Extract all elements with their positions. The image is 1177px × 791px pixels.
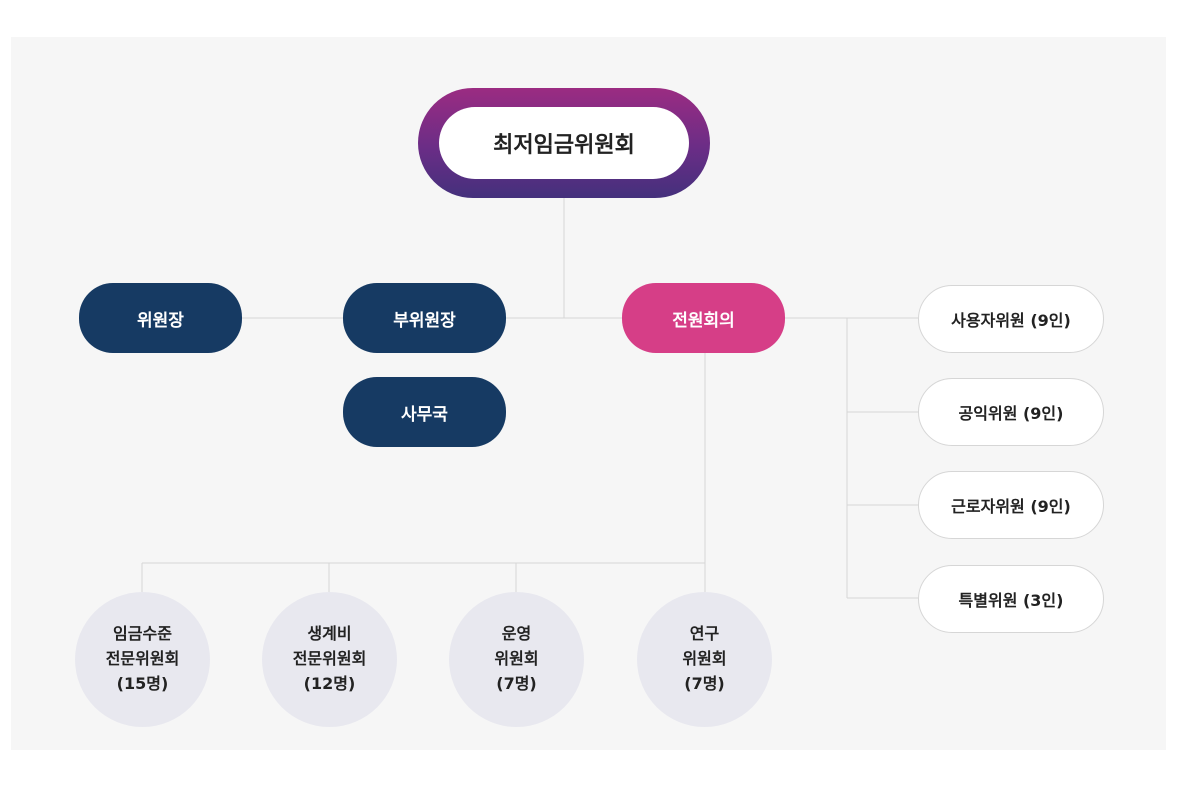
minimum-wage-commission-node: 최저임금위원회 [418,88,710,198]
committee-line: (7명) [496,673,537,693]
committee-wage-level: 임금수준 전문위원회 (15명) [75,592,210,727]
root-label: 최저임금위원회 [439,107,689,179]
committee-research: 연구 위원회 (7명) [637,592,772,727]
committee-line: 연구 [689,624,720,644]
committee-living-cost: 생계비 전문위원회 (12명) [262,592,397,727]
member-public-pill: 공익위원 (9인) [918,378,1104,446]
chair-node: 위원장 [79,283,242,353]
member-employer-pill: 사용자위원 (9인) [918,285,1104,353]
member-special-pill: 특별위원 (3인) [918,565,1104,633]
committee-line: 위원회 [682,649,727,669]
committee-operations: 운영 위원회 (7명) [449,592,584,727]
committee-line: (12명) [303,673,356,693]
committee-line: (15명) [116,673,169,693]
vice-chair-node: 부위원장 [343,283,506,353]
committee-line: 전문위원회 [105,649,180,669]
committee-line: 생계비 [307,624,352,644]
committee-line: 운영 [501,624,532,644]
member-worker-pill: 근로자위원 (9인) [918,471,1104,539]
plenary-node: 전원회의 [622,283,785,353]
committee-line: (7명) [684,673,725,693]
committee-line: 위원회 [494,649,539,669]
secretariat-node: 사무국 [343,377,506,447]
committee-line: 전문위원회 [292,649,367,669]
committee-line: 임금수준 [113,624,172,644]
